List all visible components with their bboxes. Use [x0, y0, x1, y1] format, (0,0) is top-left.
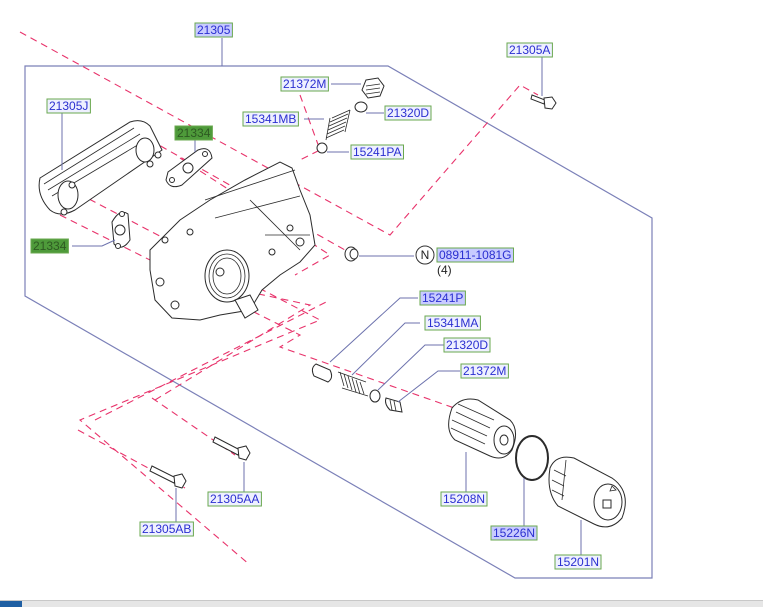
bolt-21305a[interactable]: [530, 94, 557, 110]
svg-text:21305AB: 21305AB: [142, 522, 191, 536]
svg-text:15241P: 15241P: [422, 291, 463, 305]
callout-15208n[interactable]: 15208N: [440, 491, 488, 507]
callout-21305[interactable]: 21305: [194, 22, 233, 38]
callout-21320d-upper[interactable]: 21320D: [384, 105, 432, 121]
callout-21334-upper[interactable]: 21334: [174, 125, 213, 141]
washer-lower[interactable]: [369, 389, 381, 403]
bolt-21305aa[interactable]: [212, 436, 251, 461]
callout-15226n[interactable]: 15226N: [490, 525, 538, 541]
callout-21372m-lower[interactable]: 21372M: [460, 363, 509, 379]
svg-text:21372M: 21372M: [283, 77, 326, 91]
callout-21305aa[interactable]: 21305AA: [207, 491, 262, 507]
callout-08911-1081g[interactable]: 08911-1081G: [436, 247, 514, 263]
svg-text:21305A: 21305A: [509, 43, 550, 57]
svg-text:21305: 21305: [197, 23, 231, 37]
washer-upper[interactable]: [354, 101, 368, 113]
nut-symbol: N: [415, 245, 435, 265]
flange-nut[interactable]: [344, 246, 359, 262]
svg-text:15208N: 15208N: [443, 492, 485, 506]
svg-text:21305AA: 21305AA: [210, 492, 259, 506]
oil-filter-housing[interactable]: [149, 161, 316, 321]
oil-cooler[interactable]: [38, 120, 163, 216]
svg-text:21320D: 21320D: [387, 106, 429, 120]
plug-lower[interactable]: [385, 397, 403, 413]
leader-lines: [61, 57, 582, 555]
gasket-upper[interactable]: [165, 148, 213, 188]
svg-text:21305J: 21305J: [49, 99, 88, 113]
svg-text:21320D: 21320D: [446, 338, 488, 352]
svg-text:15201N: 15201N: [557, 555, 599, 569]
callout-21320d-lower[interactable]: 21320D: [443, 337, 491, 353]
svg-text:08911-1081G: 08911-1081G: [439, 248, 512, 262]
callout-15341mb[interactable]: 15341MB: [242, 111, 299, 127]
callout-15241pa[interactable]: 15241PA: [350, 144, 404, 160]
svg-text:15226N: 15226N: [493, 526, 535, 540]
callout-21372m-upper[interactable]: 21372M: [280, 76, 329, 92]
svg-text:15341MA: 15341MA: [427, 316, 478, 330]
o-ring[interactable]: [515, 435, 549, 481]
spring-lower[interactable]: [337, 371, 369, 397]
callout-21305a[interactable]: 21305A: [506, 42, 553, 58]
callout-21334-lower[interactable]: 21334: [30, 238, 69, 254]
callout-21305j[interactable]: 21305J: [46, 98, 91, 114]
bolt-21305ab[interactable]: [149, 465, 187, 489]
plug-upper[interactable]: [361, 77, 385, 99]
gasket-lower[interactable]: [111, 211, 131, 249]
svg-text:21334: 21334: [33, 239, 67, 253]
status-bar-accent: [0, 601, 22, 607]
callout-15341ma[interactable]: 15341MA: [424, 315, 481, 331]
ball-upper[interactable]: [316, 142, 328, 154]
plunger-lower[interactable]: [311, 363, 333, 383]
filter-cap[interactable]: [548, 456, 626, 528]
nut-symbol-text: N: [421, 248, 430, 262]
filter-element[interactable]: [448, 398, 516, 459]
svg-text:15341MB: 15341MB: [245, 112, 296, 126]
status-bar: [0, 600, 763, 607]
callout-21305ab[interactable]: 21305AB: [139, 521, 194, 537]
nut-quantity: (4): [437, 263, 452, 277]
callout-15201n[interactable]: 15201N: [554, 554, 602, 570]
svg-text:21334: 21334: [177, 126, 211, 140]
callout-15241p[interactable]: 15241P: [419, 290, 466, 306]
assembly-frame: [24, 65, 653, 579]
spring-upper[interactable]: [325, 109, 351, 141]
svg-text:21372M: 21372M: [463, 364, 506, 378]
svg-text:15241PA: 15241PA: [353, 145, 402, 159]
